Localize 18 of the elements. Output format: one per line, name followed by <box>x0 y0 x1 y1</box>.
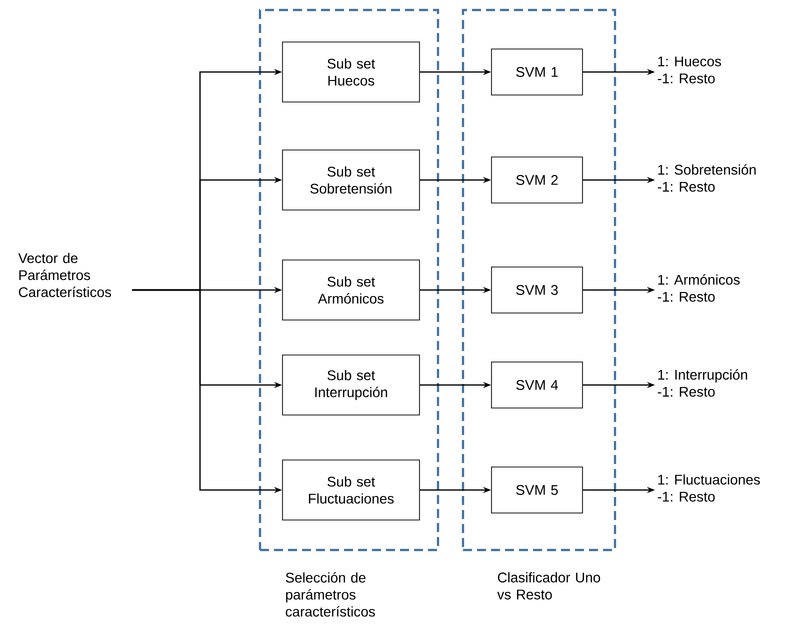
process-box: Sub set Sobretensión <box>282 150 420 210</box>
process-box: SVM 3 <box>491 266 583 314</box>
output-label: 1: Fluctuaciones -1: Resto <box>658 474 760 502</box>
process-box: Sub set Armónicos <box>282 260 420 320</box>
output-label: 1: Interrupción -1: Resto <box>658 369 748 397</box>
output-label: 1: Sobretensión -1: Resto <box>658 164 756 192</box>
output-label: 1: Armónicos -1: Resto <box>658 274 740 302</box>
process-box: SVM 2 <box>491 156 583 204</box>
process-box: SVM 4 <box>491 362 583 408</box>
input-label: Vector de Parámetros Característicos <box>18 252 112 298</box>
process-box: SVM 1 <box>491 48 583 96</box>
node-label: Clasificador Uno vs Resto <box>497 572 600 600</box>
process-box: Sub set Huecos <box>282 42 420 102</box>
output-label: 1: Huecos -1: Resto <box>658 56 721 84</box>
process-box: Sub set Fluctuaciones <box>282 460 420 520</box>
process-box: SVM 5 <box>491 466 583 514</box>
node-label: Selección de parámetros característicos <box>286 572 375 617</box>
process-box: Sub set Interrupción <box>282 354 420 416</box>
